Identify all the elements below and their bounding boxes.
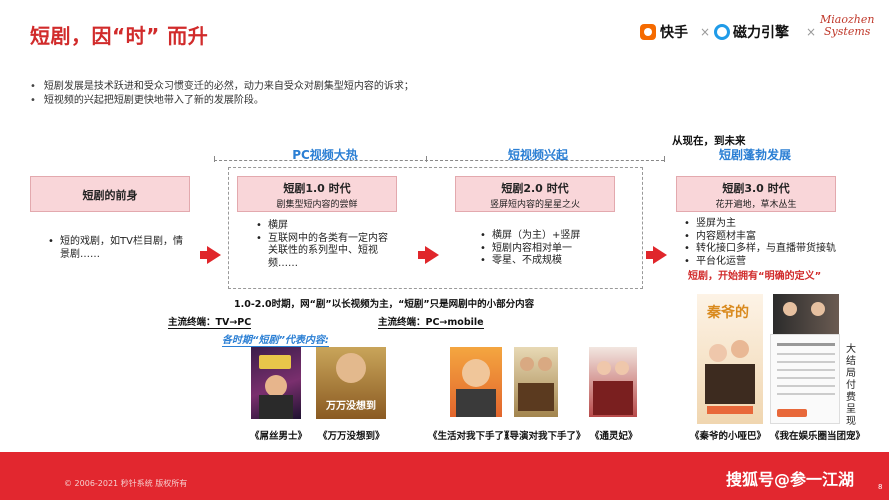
page-number: 8	[878, 483, 883, 491]
copyright: © 2006-2021 秒针系统 版权所有	[64, 479, 188, 488]
future-label: 从现在，到未来	[672, 135, 746, 147]
stage-box-3: 短剧3.0 时代 花开遍地，草木丛生	[676, 176, 836, 212]
caption-tuanchong: 《我在娱乐圈当团宠》	[770, 431, 866, 442]
arrow-tail	[200, 251, 208, 259]
caption-shenghuo: 《生活对我下手了》	[428, 431, 514, 442]
representative-label: 各时期“短剧”代表内容:	[222, 331, 329, 347]
list-item: 零星、不成规模	[480, 255, 620, 268]
right-arrow-icon	[425, 246, 439, 264]
stage-title: 短剧3.0 时代	[722, 182, 790, 195]
timeline-line	[214, 160, 664, 161]
stage-subtitle: 花开遍地，草木丛生	[715, 200, 797, 210]
stage-subtitle: 竖屏短内容的星星之火	[489, 200, 580, 210]
paid-finale-note: 大结局付费呈现	[846, 344, 856, 427]
poster-title: 秦爷的	[707, 305, 749, 321]
stage-title: 短剧1.0 时代	[283, 182, 351, 195]
list-item: 内容题材丰富	[684, 231, 874, 244]
arrow-tail	[418, 251, 426, 259]
poster-tuanchong-top	[773, 294, 839, 334]
poster-diaosi	[251, 347, 301, 419]
stage-list-precursor: 短的戏剧，如TV栏目剧，情景剧……	[48, 236, 188, 261]
list-item: 转化接口多样，与直播带货接轨	[684, 243, 874, 256]
caption-daoyan: 《导演对我下手了》	[500, 431, 586, 442]
column-head-pc: PC视频大热	[292, 148, 358, 162]
poster-wanwan: 万万没想到	[316, 347, 386, 419]
caption-qinye: 《秦爷的小哑巴》	[690, 431, 767, 442]
stage-list-2: 横屏（为主）+竖屏 短剧内容相对单一 零星、不成规模	[480, 230, 620, 268]
intro-bullets: 短剧发展是技术跃进和受众习惯变迁的必然，动力来自受众对剧集型短内容的诉求； 短视…	[30, 80, 414, 108]
arrow-tail	[646, 251, 654, 259]
poster-tongling	[589, 347, 637, 417]
list-item: 短的戏剧，如TV栏目剧，情景剧……	[48, 236, 188, 261]
kuaishou-logo: 快手	[640, 22, 688, 42]
stage-box-2: 短剧2.0 时代 竖屏短内容的星星之火	[455, 176, 615, 212]
list-item: 短剧内容相对单一	[480, 243, 620, 256]
right-arrow-icon	[653, 246, 667, 264]
page-title: 短剧，因“时” 而升	[30, 24, 209, 48]
stage-title: 短剧的前身	[82, 189, 138, 202]
list-item: 横屏（为主）+竖屏	[480, 230, 620, 243]
poster-shenghuo	[450, 347, 502, 417]
caption-tongling: 《通灵妃》	[590, 431, 638, 442]
poster-title: 万万没想到	[326, 401, 376, 412]
poster-qinye: 秦爷的	[697, 294, 763, 424]
timeline-tick	[664, 156, 665, 162]
era-1-2-frame	[228, 167, 643, 289]
miaozhen-line1: Miaozhen	[820, 13, 875, 26]
watermark: 搜狐号@参一江湖	[726, 470, 855, 489]
right-arrow-icon	[207, 246, 221, 264]
miaozhen-logo: Miaozhen Systems	[820, 14, 874, 38]
caption-diaosi: 《屌丝男士》	[250, 431, 308, 442]
timeline-tick	[426, 156, 427, 162]
intro-bullet: 短视频的兴起把短剧更快地带入了新的发展阶段。	[30, 94, 414, 108]
stage-list-3: 竖屏为主 内容题材丰富 转化接口多样，与直播带货接轨 平台化运营	[684, 218, 874, 268]
list-item: 平台化运营	[684, 256, 874, 269]
cili-text: 磁力引擎	[733, 25, 789, 41]
cili-icon	[714, 24, 730, 40]
footer-bar	[0, 452, 889, 500]
kuaishou-icon	[640, 24, 656, 40]
mainstream-terminal-pc-mobile: 主流终端：PC→mobile	[378, 314, 484, 329]
stage-list-1: 横屏 互联网中的各类有一定内容关联性的系列型中、短视频……	[256, 220, 396, 270]
poster-tuanchong-list	[770, 334, 840, 424]
column-head-shortdrama: 短剧蓬勃发展	[718, 148, 791, 162]
mainstream-terminal-tv-pc: 主流终端：TV→PC	[168, 314, 252, 329]
logo-separator: ×	[806, 25, 817, 39]
era-note: 1.0-2.0时期，网“剧”以长视频为主，“短剧”只是网剧中的小部分内容	[234, 299, 535, 310]
list-item: 互联网中的各类有一定内容关联性的系列型中、短视频……	[256, 233, 396, 271]
timeline-tick	[214, 156, 215, 162]
stage-box-precursor: 短剧的前身	[30, 176, 190, 212]
intro-bullet: 短剧发展是技术跃进和受众习惯变迁的必然，动力来自受众对剧集型短内容的诉求；	[30, 80, 414, 94]
stage-box-1: 短剧1.0 时代 剧集型短内容的尝鲜	[237, 176, 397, 212]
stage-subtitle: 剧集型短内容的尝鲜	[276, 200, 358, 210]
poster-daoyan	[514, 347, 558, 417]
kuaishou-text: 快手	[660, 25, 688, 41]
list-item: 横屏	[256, 220, 396, 233]
column-head-shortvideo: 短视频兴起	[507, 148, 568, 162]
caption-wanwan: 《万万没想到》	[318, 431, 385, 442]
logo-separator: ×	[700, 25, 711, 39]
cili-logo: 磁力引擎	[714, 22, 789, 42]
definition-highlight: 短剧，开始拥有“明确的定义”	[688, 271, 822, 282]
stage-title: 短剧2.0 时代	[501, 182, 569, 195]
list-item: 竖屏为主	[684, 218, 874, 231]
miaozhen-line2: Systems	[824, 25, 871, 38]
